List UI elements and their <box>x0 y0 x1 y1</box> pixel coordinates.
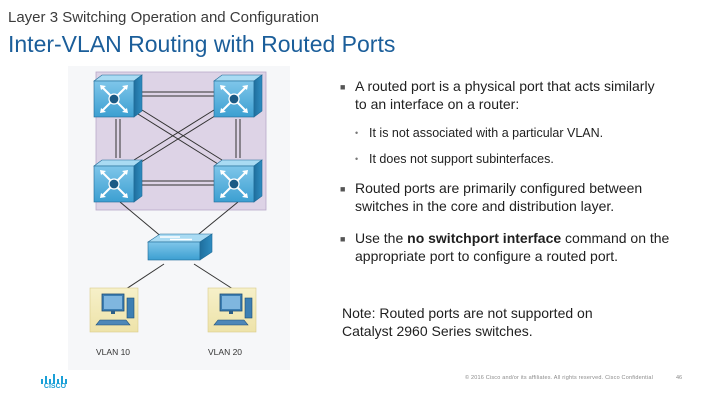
cisco-logo: CISCO <box>40 372 70 392</box>
bullet-list: ■ A routed port is a physical port that … <box>340 77 670 279</box>
slide-title: Inter-VLAN Routing with Routed Ports <box>8 31 396 57</box>
bullet-text-prefix: Use the <box>355 230 408 246</box>
bullet-text: Use the no switchport interface command … <box>355 229 670 265</box>
sub-bullet-item: • It does not support subinterfaces. <box>355 150 670 168</box>
pc-vlan-label: VLAN 20 <box>208 347 242 357</box>
section-title: Layer 3 Switching Operation and Configur… <box>8 9 320 26</box>
sub-bullet-text: It does not support subinterfaces. <box>369 152 554 166</box>
copyright-text: © 2016 Cisco and/or its affiliates. All … <box>465 375 654 381</box>
access-switch <box>147 233 213 261</box>
pc-vlan-label: VLAN 10 <box>96 347 130 357</box>
logo-text: CISCO <box>43 383 67 390</box>
bullet-icon: ■ <box>340 82 346 92</box>
bullet-text: Routed ports are primarily configured be… <box>355 180 643 214</box>
sub-bullet-icon: • <box>355 154 359 164</box>
bullet-item: ■ Routed ports are primarily configured … <box>340 179 670 215</box>
page-number: 46 <box>676 375 683 381</box>
network-diagram: VLAN 10 VLAN 20 <box>68 66 290 370</box>
bullet-icon: ■ <box>340 184 346 194</box>
bullet-text-suffix: command on the appropriate port to confi… <box>355 230 670 264</box>
bullet-item: ■ A routed port is a physical port that … <box>340 77 670 113</box>
note-text: Note: Routed ports are not supported on … <box>342 305 593 339</box>
sub-bullet-text: It is not associated with a particular V… <box>369 126 604 140</box>
bullet-text: A routed port is a physical port that ac… <box>355 78 655 112</box>
sub-bullet-icon: • <box>355 128 359 138</box>
bullet-item: ■ Use the no switchport interface comman… <box>340 229 670 265</box>
command-name: no switchport interface <box>407 230 562 246</box>
cisco-bars-icon <box>41 374 67 384</box>
bullet-icon: ■ <box>340 234 346 244</box>
sub-bullet-item: • It is not associated with a particular… <box>355 124 670 142</box>
